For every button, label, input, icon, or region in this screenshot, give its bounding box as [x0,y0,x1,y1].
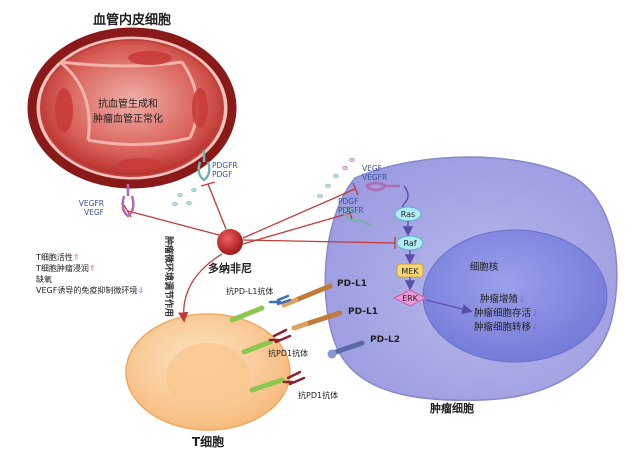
t-cell-title: T细胞 [192,434,224,449]
nucleus-label: 细胞核 [470,261,499,273]
ligand-dots-tumor [317,158,355,198]
erk-label: ERK [402,294,419,303]
anti-pdl1-antibody-icon [268,294,292,306]
pdgf-vessel-label: PDGF [212,170,232,179]
mek-label: MEK [401,267,419,276]
pd1-receptors [229,305,285,393]
pdl1-top-label: PD-L1 [337,279,367,289]
immune-hypoxia-text: 缺氧 [36,274,52,284]
ras-label: Ras [401,210,415,219]
arrow-down-icon: ⇓ [531,308,539,319]
arrow-up-icon: ⇑ [73,253,80,262]
immune-t-activity-text: T细胞活性 [35,252,73,262]
pdgf-tumor-label: PDGF [338,197,358,206]
outcome-survival: 肿瘤细胞存活⇓ [474,307,539,319]
arrow-down-icon: ⇓ [518,294,526,305]
anti-pd1-label-b: 抗PD1抗体 [298,390,338,400]
anti-pd1-antibody-icon [268,328,292,344]
immune-vegf-suppression: VEGF诱导的免疫抑制微环境⇓ [36,285,144,295]
pdl1-top-receptor [281,283,333,308]
pdgfr-vessel-label: PDGFR [212,161,238,170]
arrow-down-icon: ⇓ [137,286,144,295]
immune-t-activity: T细胞活性⇑ [35,252,80,262]
tumor-cell-title: 肿瘤细胞 [430,401,474,415]
outcome-survival-text: 肿瘤细胞存活 [474,307,532,319]
vessel-effect-line1: 抗血管生成和 [98,97,158,110]
pdl2-receptor [327,340,365,359]
drug-to-tcell-arrow [178,253,223,323]
outcome-proliferation-text: 肿瘤增殖 [480,293,519,305]
vessel-effect-line2: 肿瘤血管正常化 [93,112,163,125]
tumor-vegfr-receptor [365,181,400,192]
pdl2-label: PD-L2 [370,335,400,345]
inhibition-lines [123,181,396,249]
anti-pd1-label-a: 抗PD1抗体 [268,348,308,358]
outcome-metastasis-text: 肿瘤细胞转移 [474,321,532,333]
pdl1-mid-label: PD-L1 [348,307,378,317]
vertical-label-group: 肿瘤微环境调节作用 [163,236,175,317]
t-cell-nucleus [166,343,250,411]
vegfr-tumor-label: VEGFR [362,173,387,182]
tumor-pdgfr-receptor [342,208,373,228]
pdgfr-tumor-label: PDGFR [338,206,364,215]
outcome-proliferation: 肿瘤增殖⇓ [480,293,526,305]
ligand-dots-vessel [172,188,197,206]
vertical-label: 肿瘤微环境调节作用 [163,236,175,317]
vegf-tumor-label: VEGF [362,164,382,173]
arrow-down-icon: ⇓ [531,322,539,333]
immune-vegf-suppression-text: VEGF诱导的免疫抑制微环境 [36,285,137,295]
anti-pd1-antibody-icon [282,370,306,386]
erk-node [392,289,428,307]
immune-t-infiltration-text: T细胞肿瘤浸润 [35,263,89,273]
vessel-title: 血管内皮细胞 [93,12,171,28]
immune-hypoxia: 缺氧 [36,274,52,284]
vessel-cell [27,27,237,189]
outcome-metastasis: 肿瘤细胞转移⇓ [474,321,539,333]
drug-name: 多纳非尼 [208,261,252,275]
vegfr-vessel-label: VEGFR [79,199,104,208]
raf-label: Raf [403,239,416,248]
vessel-pdgfr-receptor [197,150,211,182]
pdl1-mid-receptor [291,310,343,331]
arrow-up-icon: ⇑ [89,264,96,273]
vessel-vegfr-receptor [121,184,135,218]
vegf-vessel-label: VEGF [84,208,104,217]
anti-pdl1-label: 抗PD-L1抗体 [226,286,273,296]
drug-sphere [217,229,243,255]
immune-t-infiltration: T细胞肿瘤浸润⇑ [35,263,96,273]
